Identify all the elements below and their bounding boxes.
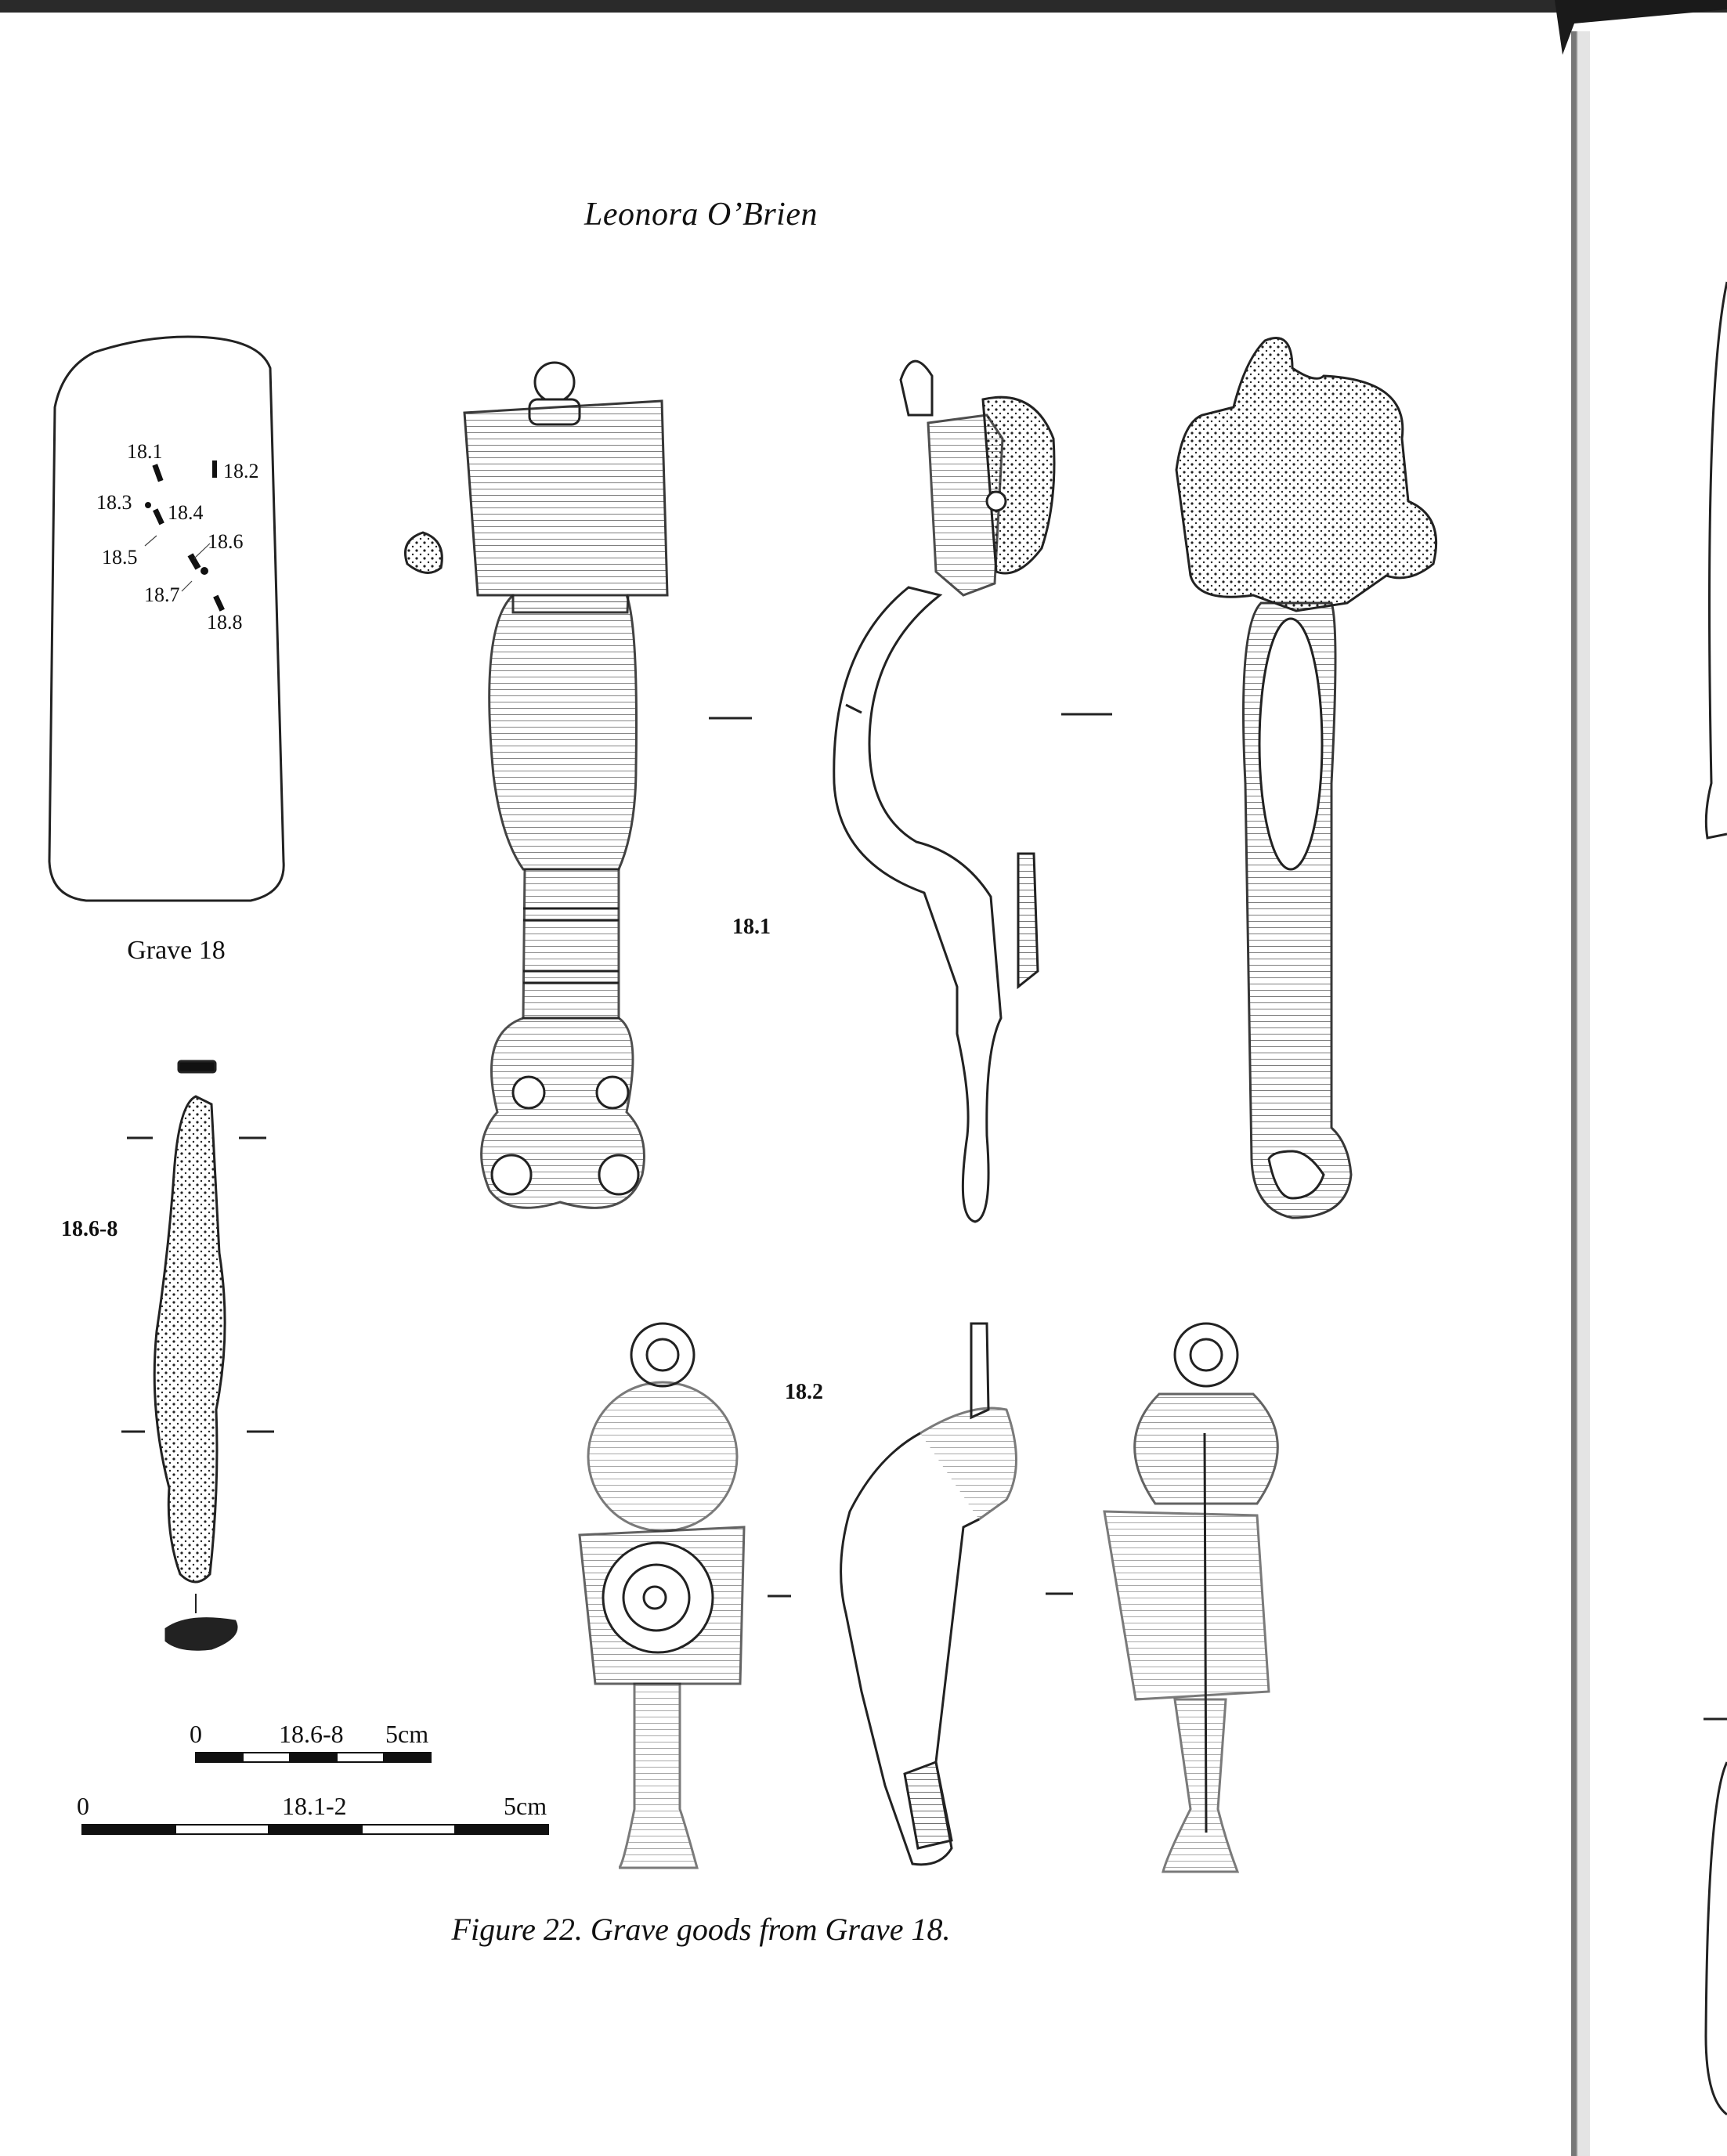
marker-label-18-3: 18.3 [96,491,132,514]
scale-small-start: 0 [190,1720,202,1748]
object-label-18-1: 18.1 [732,915,771,939]
scale-bar-small [195,1752,432,1763]
brooch-18-1-front [404,361,669,1209]
marker-label-18-6: 18.6 [208,530,244,553]
marker-label-18-2: 18.2 [223,460,259,482]
brooch-18-2-back [1103,1322,1279,1873]
marker-label-18-7: 18.7 [144,583,180,606]
running-header-author: Leonora O’Brien [584,197,818,233]
grave-plan-title: Grave 18 [127,936,226,965]
marker-label-18-5: 18.5 [102,546,138,569]
brooch-18-1-back [1175,337,1438,1219]
grave-marker-leaders [144,535,211,592]
brooch-18-1-side [833,359,1056,1223]
brooch-18-2-front [578,1322,746,1869]
scale-small-end: 5cm [385,1720,429,1748]
next-page-sketch [1704,281,1727,2116]
object-label-18-2: 18.2 [785,1380,823,1404]
object-label-18-6-8: 18.6-8 [61,1217,118,1241]
gutter-shade [1576,31,1590,2156]
brooch-18-2-side [840,1322,1017,1866]
grave-outline [48,335,285,902]
scale-small-label: 18.6-8 [279,1720,344,1748]
section-ticks-18-1 [709,713,1112,720]
marker-label-18-8: 18.8 [207,611,243,634]
marker-label-18-1: 18.1 [127,440,163,463]
scale-large-label: 18.1-2 [282,1792,347,1820]
section-ticks-18-2 [768,1592,1073,1598]
grave-markers [145,460,225,612]
scale-bar-large [81,1824,549,1835]
scan-top-edge [0,0,1727,13]
page-curl [1555,0,1727,55]
scale-large-end: 5cm [504,1792,547,1820]
knife-18-6-8 [121,1060,274,1651]
scale-large-start: 0 [77,1792,89,1820]
figure-caption: Figure 22. Grave goods from Grave 18. [451,1912,951,1947]
marker-label-18-4: 18.4 [168,501,204,524]
